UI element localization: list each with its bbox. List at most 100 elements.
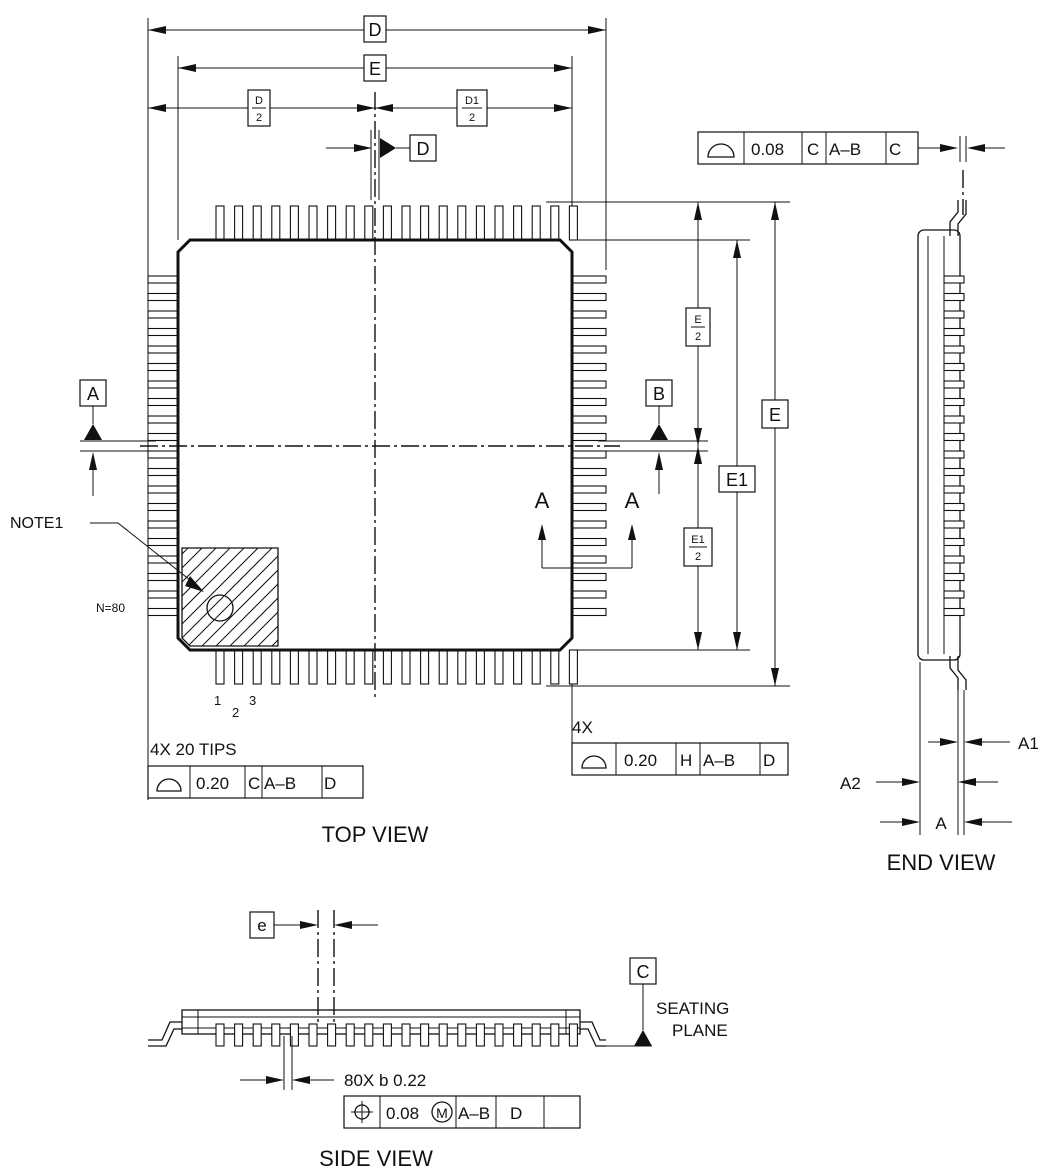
right-lead-row: [571, 275, 607, 617]
dim-D-label: D: [369, 20, 382, 40]
hatch-line: [201, 548, 278, 646]
side-lead: [271, 1023, 281, 1047]
fcf-tips-c1: C: [248, 774, 260, 793]
lead: [568, 649, 578, 685]
side-view-leads: [215, 1023, 578, 1047]
dim-half-E-num: E: [694, 314, 701, 326]
lead: [571, 415, 607, 424]
side-lead: [513, 1023, 523, 1047]
fcf-position-c2: A–B: [458, 1104, 490, 1123]
fcf-position-c3: D: [510, 1104, 522, 1123]
lead: [147, 590, 179, 599]
side-lead: [252, 1023, 262, 1047]
fcf-4x-c1: H: [680, 751, 692, 770]
top-lead-row: [215, 205, 578, 241]
lead: [571, 327, 607, 337]
dim-E1-right: E1: [726, 470, 748, 490]
end-view-leads: [943, 275, 965, 617]
left-gullwing-lead: [148, 1021, 182, 1047]
lead: [568, 205, 578, 241]
lead: [147, 345, 179, 354]
dim-half-E1-num: E1: [691, 534, 704, 546]
end-view-caption: END VIEW: [887, 850, 996, 875]
lead: [571, 502, 607, 512]
fcf-4x-frame: 0.20 H A–B D: [571, 742, 789, 776]
hatch-line: [182, 548, 261, 646]
fcf-4x-c3: D: [763, 751, 775, 770]
fcf-top-c2: A–B: [829, 140, 861, 159]
position-tolerance-icon: [351, 1101, 373, 1123]
end-lead: [943, 345, 965, 354]
lead: [345, 649, 355, 685]
lead: [147, 520, 179, 529]
end-lead: [943, 607, 965, 617]
hatch-line: [215, 548, 278, 646]
fcf-4x-label: 4X: [572, 718, 593, 737]
lead: [382, 205, 392, 241]
lead: [147, 537, 179, 547]
profile-of-surface-icon: [581, 755, 607, 769]
hatch-line: [314, 546, 414, 646]
lead: [420, 205, 430, 241]
bottom-lead-row: [215, 649, 578, 685]
lead: [531, 649, 541, 685]
lead: [420, 649, 430, 685]
leads-width-label: 80X b 0.22: [344, 1071, 426, 1090]
hatch-line: [271, 548, 278, 646]
fcf-tips-value: 0.20: [196, 774, 229, 793]
end-lead: [943, 415, 965, 424]
lead: [401, 205, 411, 241]
fcf-tips-c2: A–B: [264, 774, 296, 793]
lead: [289, 205, 299, 241]
fcf-top-c3: C: [889, 140, 901, 159]
lead: [147, 432, 179, 442]
side-lead: [475, 1023, 485, 1047]
side-lead: [234, 1023, 244, 1047]
lead: [571, 572, 607, 582]
side-view: e C SEATING PLANE 80X b 0.22: [148, 910, 729, 1171]
end-lead: [943, 555, 965, 564]
profile-of-surface-icon: [156, 778, 182, 792]
datum-D-label: D: [417, 139, 430, 159]
lead: [364, 649, 374, 685]
lead: [438, 649, 448, 685]
end-lead: [943, 537, 965, 547]
pin1-marker-area: [181, 546, 414, 647]
lead: [571, 590, 607, 599]
lead: [550, 649, 560, 685]
dim-A2-label: A2: [840, 774, 861, 793]
dim-half-E-den: 2: [695, 331, 701, 343]
lead: [147, 555, 179, 564]
side-lead: [308, 1023, 318, 1047]
lead: [147, 467, 179, 477]
end-lead: [943, 432, 965, 442]
lead: [271, 649, 281, 685]
lead: [252, 649, 262, 685]
side-lead: [457, 1023, 467, 1047]
hatch-line: [182, 548, 219, 646]
fcf-tips-c3: D: [324, 774, 336, 793]
fcf-position-frame: 0.08 M A–B D: [343, 1095, 581, 1129]
lead: [571, 345, 607, 354]
side-lead: [401, 1023, 411, 1047]
hatch-line: [182, 548, 247, 646]
lead: [401, 649, 411, 685]
lead: [475, 649, 485, 685]
lead: [147, 502, 179, 512]
lead: [234, 649, 244, 685]
side-lead: [215, 1023, 225, 1047]
fcf-4x-value: 0.20: [624, 751, 657, 770]
dim-e-label: e: [257, 916, 266, 935]
lead: [571, 432, 607, 442]
lead: [147, 607, 179, 617]
datum-B-label: B: [653, 384, 665, 404]
fcf-position-value: 0.08: [386, 1104, 419, 1123]
side-lead: [420, 1023, 430, 1047]
side-lead: [550, 1023, 560, 1047]
n80-label: N=80: [96, 601, 125, 615]
end-lead: [943, 397, 965, 407]
side-lead: [327, 1023, 337, 1047]
lead: [215, 649, 225, 685]
hatch-line: [300, 546, 400, 646]
end-lead: [943, 327, 965, 337]
